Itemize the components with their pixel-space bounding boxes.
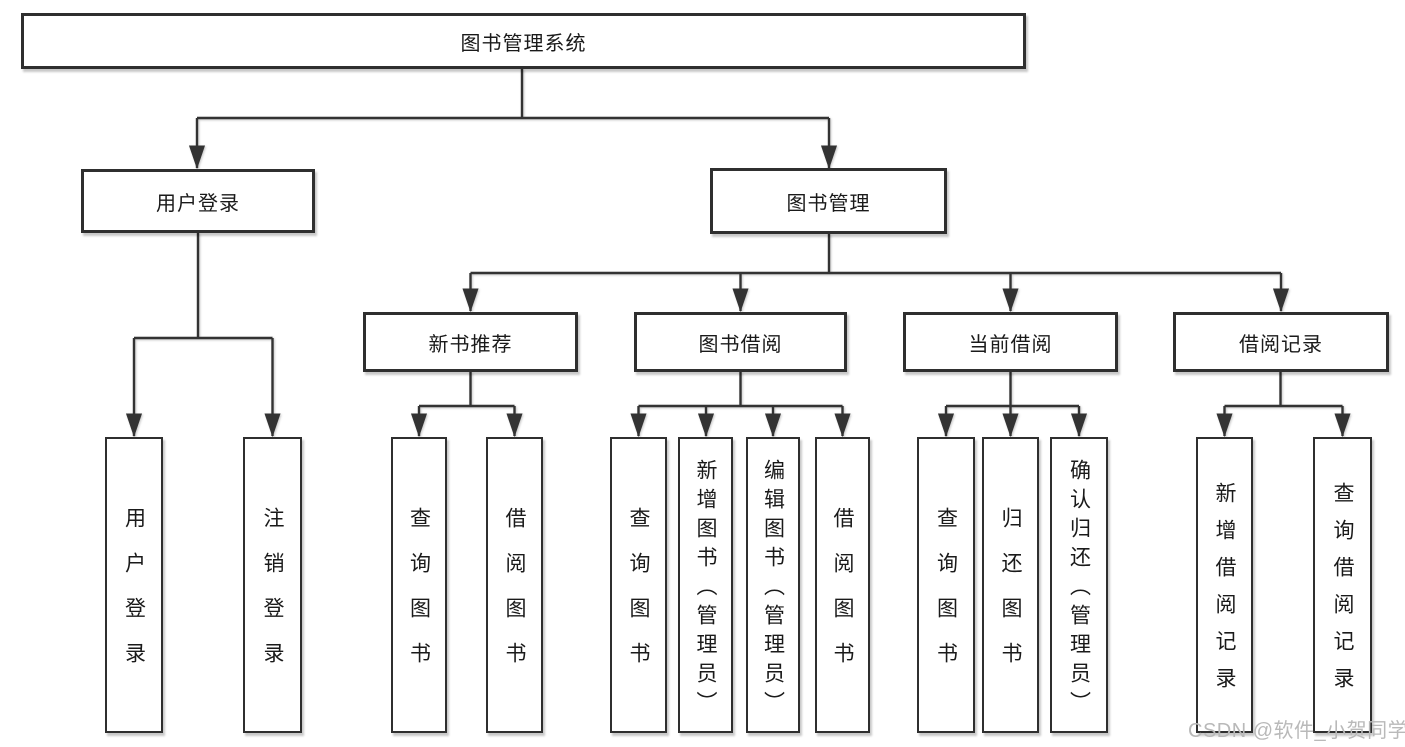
node-label: 查询图书 (627, 507, 650, 687)
node-library-system: 图书管理系统 (21, 13, 1026, 69)
leaf-add-borrow-record: 新增借阅记录 (1196, 437, 1253, 733)
leaf-query-books-current: 查询图书 (917, 437, 975, 733)
node-new-book-recommend: 新书推荐 (363, 312, 578, 372)
node-book-management: 图书管理 (710, 168, 947, 234)
node-label: 新书推荐 (428, 333, 513, 356)
leaf-borrow-books: 借阅图书 (815, 437, 870, 733)
node-label: 新增图书（管理员） (694, 458, 717, 720)
node-label: 图书借阅 (698, 333, 783, 356)
node-label: 新增借阅记录 (1213, 482, 1236, 704)
watermark-text: CSDN @软件_小贺同学 (1188, 720, 1405, 742)
node-label: 图书管理 (786, 192, 871, 215)
node-label: 查询借阅记录 (1331, 482, 1354, 704)
node-label: 归还图书 (999, 507, 1022, 687)
node-label: 图书管理系统 (460, 32, 587, 55)
node-current-borrow: 当前借阅 (903, 312, 1118, 372)
node-book-borrow: 图书借阅 (634, 312, 847, 372)
leaf-return-books: 归还图书 (982, 437, 1039, 733)
node-label: 借阅图书 (503, 507, 526, 687)
leaf-query-books-recommend: 查询图书 (391, 437, 447, 733)
node-borrow-records: 借阅记录 (1173, 312, 1389, 372)
node-label: 借阅记录 (1239, 333, 1323, 356)
leaf-edit-books-admin: 编辑图书（管理员） (746, 437, 800, 733)
leaf-user-login: 用户登录 (105, 437, 163, 733)
node-label: 注销登录 (261, 507, 284, 687)
node-label: 用户登录 (156, 192, 240, 215)
node-label: 编辑图书（管理员） (761, 458, 785, 720)
leaf-add-books-admin: 新增图书（管理员） (678, 437, 733, 733)
leaf-confirm-return-admin: 确认归还（管理员） (1050, 437, 1108, 733)
node-label: 用户登录 (122, 507, 146, 687)
node-user-login: 用户登录 (81, 169, 315, 233)
leaf-query-books-borrow: 查询图书 (610, 437, 667, 733)
leaf-query-borrow-record: 查询借阅记录 (1313, 437, 1372, 733)
node-label: 确认归还（管理员） (1067, 458, 1091, 720)
leaf-logout: 注销登录 (243, 437, 302, 733)
leaf-borrow-books-recommend: 借阅图书 (486, 437, 543, 733)
node-label: 当前借阅 (968, 333, 1053, 356)
node-label: 查询图书 (934, 507, 958, 687)
node-label: 借阅图书 (831, 507, 854, 687)
node-label: 查询图书 (407, 507, 431, 687)
